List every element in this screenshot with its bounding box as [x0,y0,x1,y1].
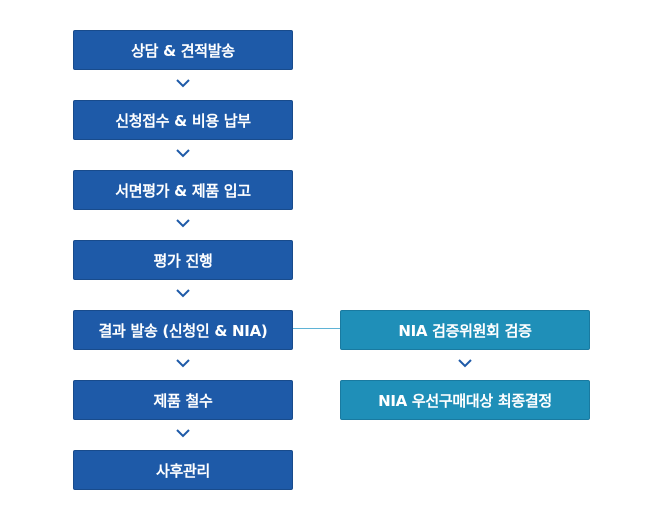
chevron-down-icon [176,79,190,88]
step-consultation-quote: 상담 & 견적발송 [73,30,293,70]
step-evaluation: 평가 진행 [73,240,293,280]
chevron-down-icon [176,359,190,368]
side-step-nia-committee-verification: NIA 검증위원회 검증 [340,310,590,350]
step-document-review-intake: 서면평가 & 제품 입고 [73,170,293,210]
chevron-down-icon [176,429,190,438]
chevron-down-icon [176,289,190,298]
connector-line [293,328,340,329]
step-result-delivery: 결과 발송 (신청인 & NIA) [73,310,293,350]
step-product-withdrawal: 제품 철수 [73,380,293,420]
step-after-care: 사후관리 [73,450,293,490]
chevron-down-icon [176,219,190,228]
step-application-payment: 신청접수 & 비용 납부 [73,100,293,140]
side-step-nia-final-decision: NIA 우선구매대상 최종결정 [340,380,590,420]
chevron-down-icon [176,149,190,158]
chevron-down-icon [458,359,472,368]
